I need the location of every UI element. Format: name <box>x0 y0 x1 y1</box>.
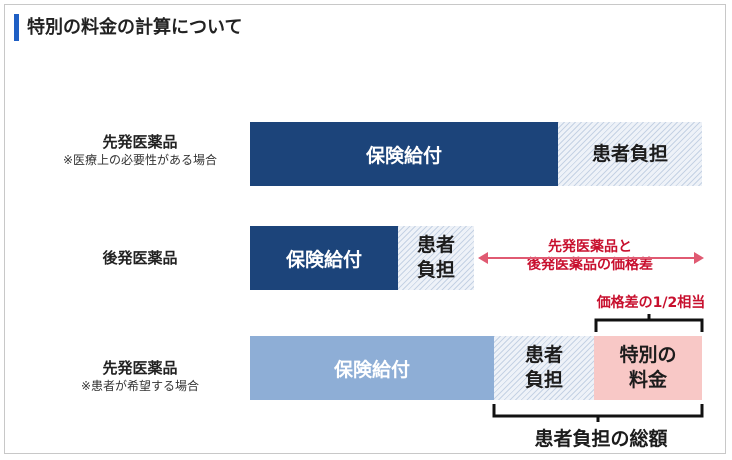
row2-patient-line2: 負担 <box>416 259 455 281</box>
special-fee-bracket <box>594 314 704 332</box>
page-title: 特別の料金の計算について <box>27 17 243 38</box>
total-patient-burden-label: 患者負担の総額 <box>534 428 668 450</box>
row3-patient-line1: 患者 <box>524 344 563 366</box>
row1-note: ※医療上の必要性がある場合 <box>62 153 218 167</box>
row2-patient-bar: 患者 負担 <box>398 226 474 290</box>
row2-patient-line1: 患者 <box>416 234 455 256</box>
row3-note: ※患者が希望する場合 <box>80 379 200 393</box>
row3-label-group: 先発医薬品 ※患者が希望する場合 <box>50 358 230 394</box>
row3-patient-bar: 患者 負担 <box>494 336 594 400</box>
row1-label: 先発医薬品 <box>102 133 178 151</box>
row3-patient-line2: 負担 <box>524 369 563 391</box>
row1-insurance-bar: 保険給付 <box>250 122 558 186</box>
row2-label: 後発医薬品 <box>102 249 178 267</box>
row1-patient-bar: 患者負担 <box>558 122 702 186</box>
row2-label-group: 後発医薬品 <box>50 248 230 268</box>
total-burden-bracket <box>492 404 704 422</box>
row3-insurance-bar: 保険給付 <box>250 336 494 400</box>
row3-special-fee-bar: 特別の 料金 <box>594 336 702 400</box>
row2-insurance-bar: 保険給付 <box>250 226 398 290</box>
price-diff-label: 先発医薬品と 後発医薬品の価格差 <box>490 238 690 274</box>
row3-special-line1: 特別の <box>619 344 677 366</box>
row3-label: 先発医薬品 <box>102 359 178 377</box>
row3-special-line2: 料金 <box>628 369 667 391</box>
row1-label-group: 先発医薬品 ※医療上の必要性がある場合 <box>50 132 230 168</box>
price-diff-line2: 後発医薬品の価格差 <box>527 257 653 273</box>
price-diff-line1: 先発医薬品と <box>548 239 632 255</box>
half-price-diff-note: 価格差の1/2相当 <box>596 295 706 311</box>
price-diff-arrow <box>478 252 704 264</box>
title-accent-bar <box>14 14 19 41</box>
